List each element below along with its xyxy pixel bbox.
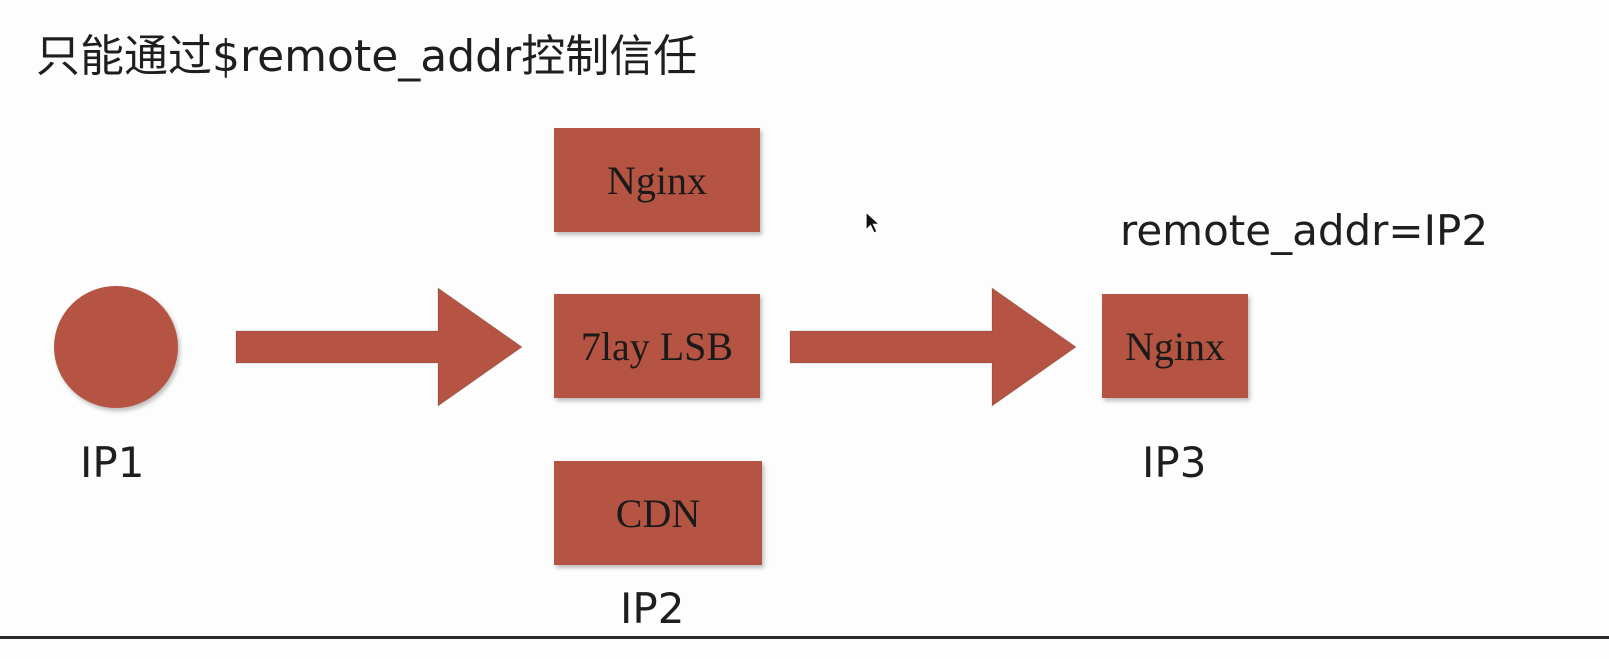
backend-node-nginx-label: Nginx <box>1125 323 1225 369</box>
proxy-node-nginx: Nginx <box>554 128 760 232</box>
bottom-divider <box>0 636 1609 639</box>
client-node <box>54 286 178 408</box>
request-arrow-proxy-to-backend <box>789 287 1077 407</box>
proxy-node-cdn: CDN <box>554 461 762 565</box>
backend-ip-label: IP3 <box>1142 438 1207 487</box>
proxy-node-cdn-label: CDN <box>615 490 701 536</box>
proxy-node-nginx-label: Nginx <box>607 157 707 203</box>
backend-remote-addr-annotation: remote_addr=IP2 <box>1120 206 1489 255</box>
request-arrow-client-to-proxy <box>235 287 523 407</box>
slide-title: 只能通过$remote_addr控制信任 <box>36 31 698 82</box>
mouse-cursor-icon <box>865 210 882 234</box>
proxy-ip-label: IP2 <box>620 584 685 633</box>
proxy-node-7lay-lsb-label: 7lay LSB <box>580 323 734 369</box>
client-ip-label: IP1 <box>80 438 145 487</box>
backend-node-nginx: Nginx <box>1102 294 1248 398</box>
proxy-node-7lay-lsb: 7lay LSB <box>554 294 760 398</box>
